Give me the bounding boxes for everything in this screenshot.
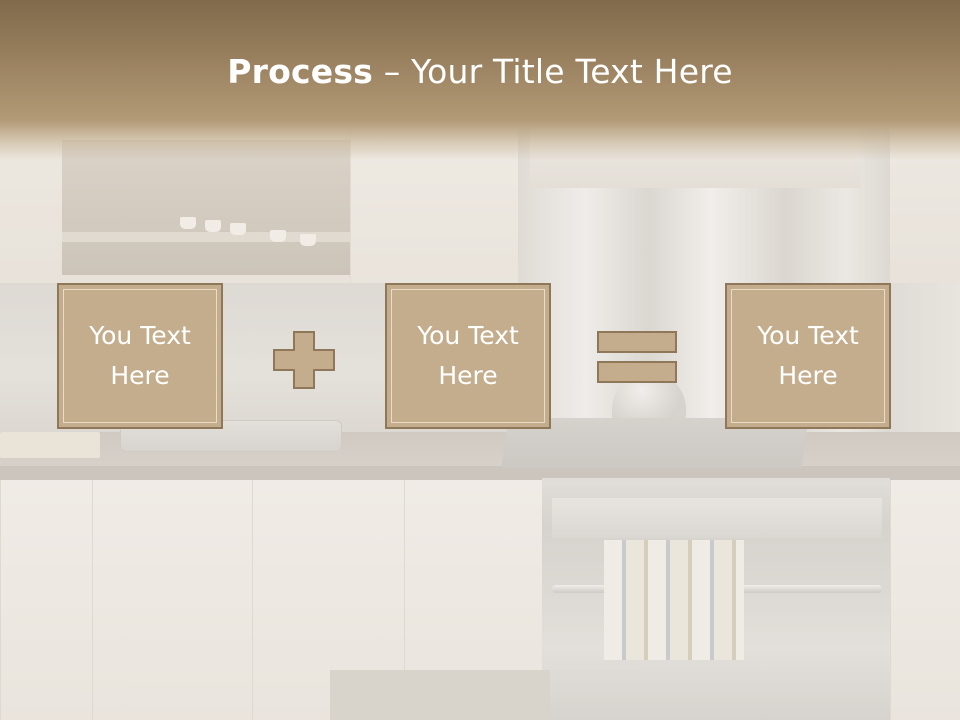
title-rest: – Your Title Text Here	[373, 52, 733, 91]
process-box-2[interactable]: You Text Here	[385, 283, 551, 429]
title-bold: Process	[227, 52, 374, 91]
process-box-2-label: You Text Here	[417, 321, 519, 390]
process-box-1-label: You Text Here	[89, 321, 191, 390]
equals-icon	[597, 331, 677, 383]
slide-title: Process – Your Title Text Here	[0, 52, 960, 91]
title-band	[0, 0, 960, 160]
process-box-3-label: You Text Here	[757, 321, 859, 390]
plus-icon	[273, 331, 335, 389]
process-box-3[interactable]: You Text Here	[725, 283, 891, 429]
process-box-1[interactable]: You Text Here	[57, 283, 223, 429]
